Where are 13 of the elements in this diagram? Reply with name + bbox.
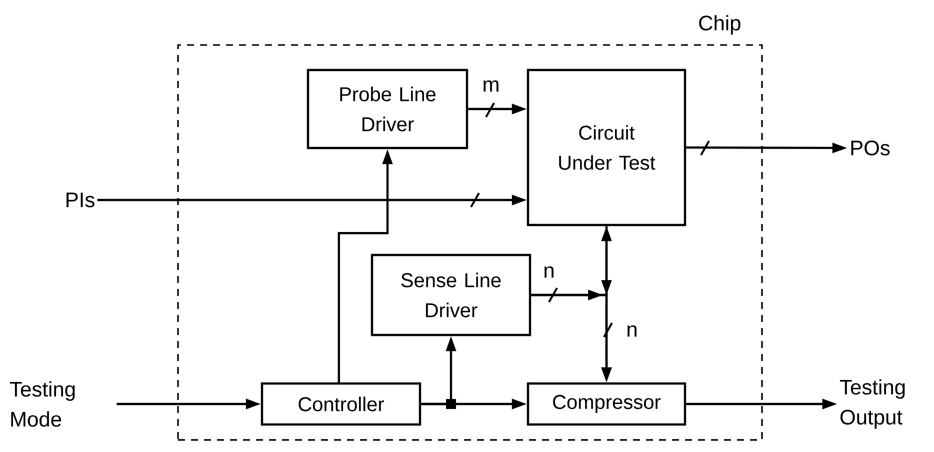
edge-label: n (542, 265, 556, 279)
block-box: Controller (260, 382, 422, 426)
edge-label: n (625, 324, 639, 338)
node-label: Chip (699, 15, 740, 35)
signal-label: Testing Mode (10, 381, 75, 427)
block-box: Compressor (526, 382, 686, 426)
block-box: Probe Line Driver (306, 68, 468, 150)
signal-label: POs (851, 140, 890, 156)
block-box: Circuit Under Test (526, 68, 686, 226)
signal-label: PIs (66, 192, 94, 208)
signal-label: Testing Output (840, 379, 905, 429)
edge-label: m (481, 79, 501, 93)
block-box: Sense Line Driver (370, 254, 532, 336)
